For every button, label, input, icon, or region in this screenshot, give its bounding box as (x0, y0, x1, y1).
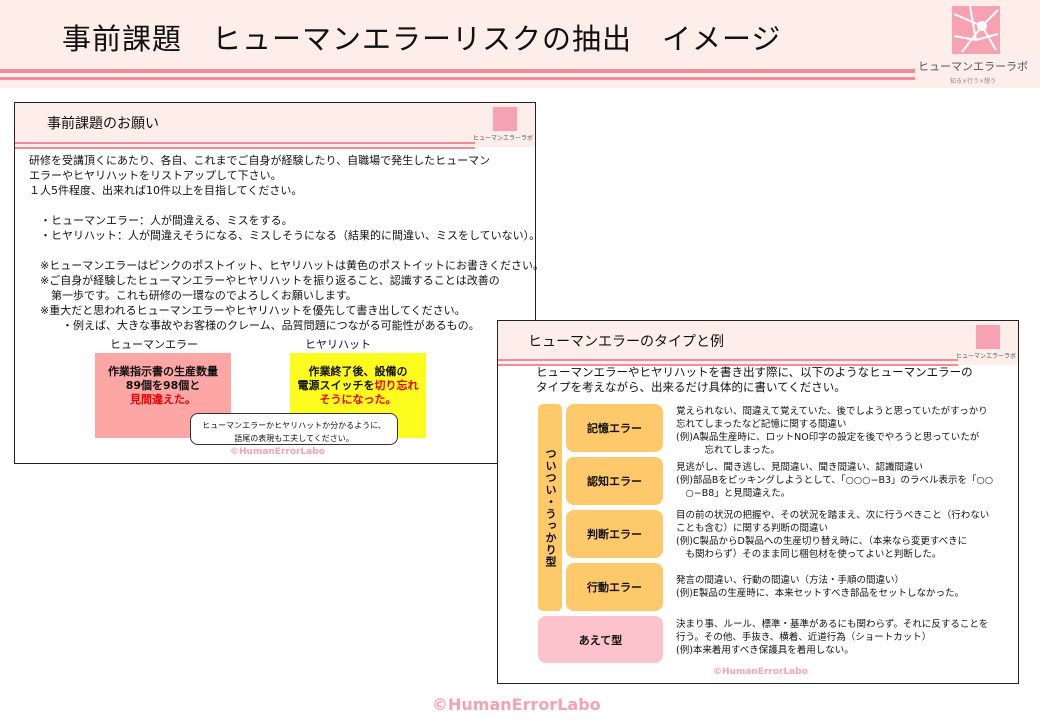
text-line: ※ヒューマンエラーはピンクのポストイット、ヒヤリハットは黄色のポストイットにお書… (29, 259, 544, 272)
logo-text: ヒューマンエラーラボ (918, 60, 1028, 73)
type-cognitive-error: 認知エラー (566, 457, 663, 505)
slide-header (15, 103, 535, 147)
intro: ヒューマンエラーやヒヤリハットを書き出す際に、以下のようなヒューマンエラーの タ… (536, 365, 973, 395)
note-line: 電源スイッチを (297, 379, 375, 392)
slide-header (498, 321, 1018, 365)
text-line: 忘れてしまったなど記憶に関する間違い (676, 419, 847, 430)
text-line: 覚えられない、間違えて覚えていた、後でしようと思っていたがすっかり (676, 406, 988, 417)
bubble-line: ヒューマンエラーかヒヤリハットか分かるように、 (202, 421, 386, 430)
header-band (0, 0, 1040, 88)
bubble-line: 語尾の表現も工夫してください。 (234, 434, 354, 443)
slide-title: ヒューマンエラーのタイプと例 (528, 334, 724, 350)
text-line: 行う。その他、手抜き、横着、近道行為（ショートカット） (676, 632, 932, 643)
slide-divider (15, 142, 475, 144)
page-title: 事前課題 ヒューマンエラーリスクの抽出 イメージ (62, 22, 782, 56)
logo-icon (493, 107, 517, 131)
note-line: 見間違えた。 (130, 393, 196, 406)
footer-copyright: ©HumanErrorLabo (432, 695, 601, 714)
copyright: ©HumanErrorLabo (713, 667, 808, 677)
text-line: ※ご自身が経験したヒューマンエラーやヒヤリハットを振り返ること、認識することは改… (29, 274, 500, 287)
logo-text: ヒューマンエラーラボ (956, 353, 1017, 360)
text-line: ・ヒューマンエラー：人が間違える、ミスをする。 (29, 214, 293, 227)
header-divider (0, 69, 915, 73)
type-judgment-error: 判断エラー (566, 510, 663, 558)
text-line: １人5件程度、出来れば10件以上を目指してください。 (29, 184, 303, 197)
slide-assignment-request: ヒューマンエラーラボ 事前課題のお願い 研修を受講頂くにあたり、各自、これまでご… (14, 102, 544, 464)
slide-divider (15, 147, 475, 149)
type-description: 発言の間違い、行動の間違い（方法・手順の間違い） (例)E製品の生産時に、本来セッ… (676, 574, 964, 600)
slide-divider (498, 359, 958, 361)
text-line: ことも含む）に関する判断の間違い (676, 523, 829, 534)
text-line: ヒューマンエラーやヒヤリハットを書き出す際に、以下のようなヒューマンエラーの (536, 365, 973, 379)
group-label-careless: ついつい・うっかり型 (538, 404, 562, 611)
copyright: ©HumanErrorLabo (230, 447, 325, 457)
note-line: そうになった。 (319, 393, 397, 406)
text-line: (例)本来着用すべき保護具を着用しない。 (676, 645, 854, 656)
type-description: 覚えられない、間違えて覚えていた、後でしようと思っていたがすっかり忘れてしまった… (676, 405, 988, 457)
text-line: (例)E製品の生産時に、本来セットすべき部品をセットしなかった。 (676, 588, 964, 599)
text-line: ※重大だと思われるヒューマンエラーやヒヤリハットを優先して書き出してください。 (29, 304, 466, 317)
slide-title: 事前課題のお願い (47, 116, 159, 132)
text-line: 第一歩です。これも研修の一環なのでよろしくお願いします。 (29, 289, 357, 302)
type-description: 目の前の状況の把握や、その状況を踏まえ、次に行うべきこと（行わないことも含む）に… (676, 509, 989, 561)
text-line: エラーやヒヤリハットをリストアップして下さい。 (29, 169, 282, 182)
text-line: ○−B8」と見間違えた。 (676, 488, 791, 499)
note-line: 作業終了後、設備の (308, 365, 408, 378)
type-description: 決まり事、ルール、標準・基準があるにも関わらず。それに反することを行う。その他、… (676, 618, 988, 657)
text-line: 見逃がし、聞き逃し、見間違い、聞き間違い、認識間違い (676, 462, 924, 473)
text-line: も関わらず）そのまま同じ梱包材を使ってよいと判断した。 (676, 549, 942, 560)
text-line: ・ヒヤリハット：人が間違えそうになる、ミスしそうになる（結果的に間違い、ミスをし… (29, 229, 541, 242)
label-hiyari-hatto: ヒヤリハット (305, 338, 371, 351)
text-line: 発言の間違い、行動の間違い（方法・手順の間違い） (676, 575, 905, 586)
logo-icon (976, 325, 1000, 349)
type-memory-error: 記憶エラー (566, 404, 663, 452)
label-human-error: ヒューマンエラー (110, 338, 198, 351)
type-description: 見逃がし、聞き逃し、見間違い、聞き間違い、認識間違い (例)部品Bをピッキングしよ… (676, 461, 993, 500)
text-line: タイプを考えながら、出来るだけ具体的に書いてください。 (536, 380, 846, 394)
slide-divider (498, 364, 958, 366)
logo-icon (952, 6, 1000, 54)
logo-text: ヒューマンエラーラボ (473, 135, 534, 142)
note-line: 切り忘れ (374, 379, 419, 392)
note-line: 89個を98個と (125, 379, 201, 392)
header-divider (0, 77, 915, 80)
text-line: 忘れてしまった。 (676, 445, 780, 456)
logo-subtitle: 知る×行う×想う (950, 78, 997, 85)
text-line: (例)部品Bをピッキングしようとして、「○○○−B3」のラベル表示を「○○ (676, 475, 994, 486)
note-line: 作業指示書の生産数量 (108, 365, 218, 378)
speech-bubble: ヒューマンエラーかヒヤリハットか分かるように、 語尾の表現も工夫してください。 (190, 413, 398, 445)
instructions: 研修を受講頂くにあたり、各自、これまでご自身が経験したり、自職場で発生したヒュー… (29, 153, 544, 333)
text-line: 研修を受講頂くにあたり、各自、これまでご自身が経験したり、自職場で発生したヒュー… (29, 154, 491, 167)
text-line: (例)C製品からD製品への生産切り替え時に、（本来なら変更すべきに (676, 536, 968, 547)
text-line: 目の前の状況の把握や、その状況を踏まえ、次に行うべきこと（行わない (676, 510, 990, 521)
type-intentional: あえて型 (538, 616, 663, 663)
text-line: ・例えば、大きな事故やお客様のクレーム、品質問題につながる可能性があるもの。 (29, 319, 480, 332)
slide-error-types: ヒューマンエラーラボ ヒューマンエラーのタイプと例 ヒューマンエラーやヒヤリハッ… (497, 320, 1019, 684)
text-line: (例)A製品生産時に、ロットNO印字の設定を後でやろうと思っていたが (676, 432, 980, 443)
type-action-error: 行動エラー (566, 563, 663, 611)
text-line: 決まり事、ルール、標準・基準があるにも関わらず。それに反することを (676, 619, 989, 630)
